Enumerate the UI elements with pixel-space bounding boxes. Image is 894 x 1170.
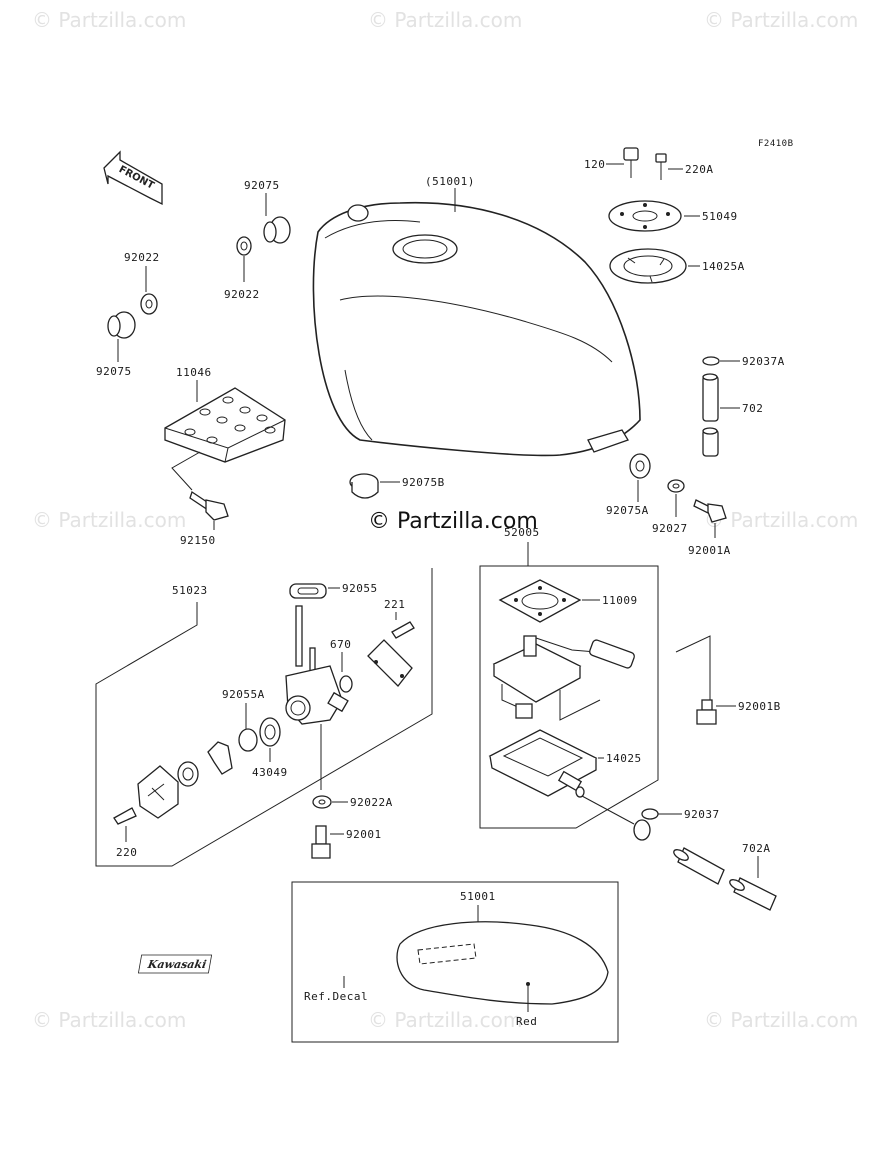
bolt-120 <box>623 147 639 178</box>
logo-text: Kawasaki <box>146 958 208 971</box>
pump-unit <box>492 635 635 721</box>
label-51049: 51049 <box>702 210 738 223</box>
screw-220 <box>113 807 137 825</box>
grommet-92075-b <box>107 311 136 339</box>
watermark-text: © Partzilla.com <box>32 8 186 32</box>
cap-plate-51049 <box>608 200 682 232</box>
label-51001-bottom: 51001 <box>460 890 496 903</box>
diagram-code: F2410B <box>758 139 794 149</box>
label-221: 221 <box>384 598 405 611</box>
label-92075b: 92075B <box>402 476 445 489</box>
watermark-text: © Partzilla.com <box>704 508 858 532</box>
watermarks: © Partzilla.com © Partzilla.com © Partzi… <box>32 8 858 1032</box>
fuel-cock-body <box>285 605 349 725</box>
label-92027: 92027 <box>652 522 688 535</box>
collar-92027 <box>667 479 685 493</box>
label-14025: 14025 <box>606 752 642 765</box>
oring-92055a <box>238 728 258 752</box>
collar-92022-a <box>236 236 252 256</box>
watermark-text: © Partzilla.com <box>368 1008 522 1032</box>
grommet-92075a <box>629 453 651 479</box>
label-11046: 11046 <box>176 366 212 379</box>
label-92055a: 92055A <box>222 688 265 701</box>
label-92001b: 92001B <box>738 700 781 713</box>
label-51023: 51023 <box>172 584 208 597</box>
watermark-text: © Partzilla.com <box>32 508 186 532</box>
watermark-text: © Partzilla.com <box>32 1008 186 1032</box>
bolt-92150 <box>189 490 229 521</box>
label-92001a: 92001A <box>688 544 731 557</box>
tank-decal <box>396 921 609 1005</box>
label-92022-b: 92022 <box>124 251 160 264</box>
label-43049: 43049 <box>252 766 288 779</box>
label-92055: 92055 <box>342 582 378 595</box>
screw-220a <box>655 153 667 180</box>
watermark-text: © Partzilla.com <box>704 1008 858 1032</box>
label-ref-decal: Ref.Decal <box>304 990 368 1003</box>
bracket-11046 <box>164 387 286 463</box>
label-92037a: 92037A <box>742 355 785 368</box>
spacer <box>177 761 199 787</box>
label-51001-top: (51001) <box>425 175 475 188</box>
bolt-92001b <box>696 699 717 725</box>
hose-702 <box>702 373 719 457</box>
label-92037: 92037 <box>684 808 720 821</box>
watermark-text: © Partzilla.com <box>368 8 522 32</box>
label-11009: 11009 <box>602 594 638 607</box>
gasket-92055 <box>289 583 327 599</box>
kawasaki-logo: Kawasaki <box>137 954 213 974</box>
cock-lever-plate <box>137 765 179 819</box>
label-702: 702 <box>742 402 763 415</box>
grommet-92075-a <box>263 216 291 244</box>
clamp-92037a <box>702 356 720 366</box>
label-92022a: 92022A <box>350 796 393 809</box>
label-red: Red <box>516 1015 537 1028</box>
screw-221 <box>391 621 415 639</box>
bolt-92001 <box>311 825 331 859</box>
oring-670 <box>339 675 353 693</box>
label-92075-a: 92075 <box>244 179 280 192</box>
label-92150: 92150 <box>180 534 216 547</box>
label-14025a: 14025A <box>702 260 745 273</box>
label-52005: 52005 <box>504 526 540 539</box>
collar-92022-b <box>140 293 158 315</box>
label-92022-a: 92022 <box>224 288 260 301</box>
lever-plate-43049 <box>259 717 281 747</box>
cover-plate <box>367 639 413 687</box>
damper-92075b <box>349 473 379 499</box>
hose-702a <box>673 847 777 911</box>
label-220: 220 <box>116 846 137 859</box>
center-watermark: © Partzilla.com <box>368 509 538 534</box>
front-arrow-icon: FRONT <box>103 150 163 206</box>
fuel-tank <box>312 201 641 457</box>
gasket-11009 <box>498 579 582 623</box>
label-120: 120 <box>584 158 605 171</box>
lever <box>207 741 233 775</box>
bolt-92001a <box>693 499 727 523</box>
label-670: 670 <box>330 638 351 651</box>
watermark-text: © Partzilla.com <box>704 8 858 32</box>
filter-14025 <box>488 729 598 798</box>
label-92075a: 92075A <box>606 504 649 517</box>
label-92001: 92001 <box>346 828 382 841</box>
clamp-92037 <box>633 808 659 841</box>
label-92075-b: 92075 <box>96 365 132 378</box>
label-702a: 702A <box>742 842 771 855</box>
gasket-14025a <box>609 248 687 284</box>
label-220a: 220A <box>685 163 714 176</box>
washer-92022a <box>312 795 332 809</box>
